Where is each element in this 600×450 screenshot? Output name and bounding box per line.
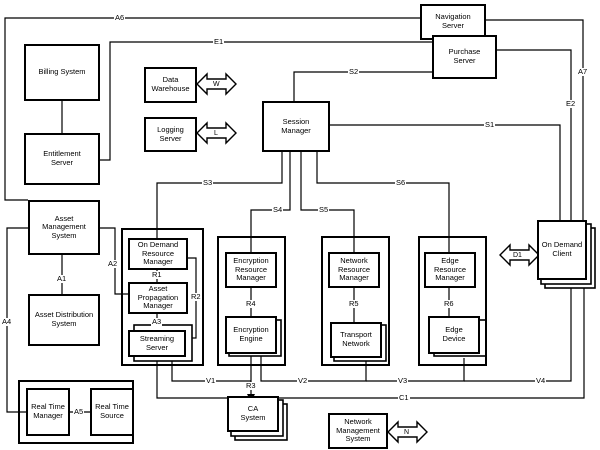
label-s2: S2 <box>348 67 360 76</box>
node-entitlement-server: Entitlement Server <box>24 133 100 185</box>
node-transport-network: Transport Network <box>330 322 382 358</box>
node-billing-system: Billing System <box>24 44 100 101</box>
label-w: W <box>213 81 220 88</box>
node-real-time-source: Real Time Source <box>90 388 134 436</box>
label-a5: A5 <box>73 407 85 416</box>
label-s5: S5 <box>318 205 330 214</box>
wire-a6 <box>4 17 420 201</box>
node-encryption-resource-manager: Encryption Resource Manager <box>225 252 277 288</box>
group-encryption <box>217 236 286 366</box>
wire-s6 <box>316 152 450 252</box>
node-edge-device: Edge Device <box>428 316 480 354</box>
label-r2: R2 <box>190 292 202 301</box>
label-a1: A1 <box>56 274 68 283</box>
wire-s3 <box>156 152 283 238</box>
wire-s1 <box>330 124 561 225</box>
wire-e1 <box>100 41 432 161</box>
wire-v2 <box>260 354 367 382</box>
wire-s2 <box>293 71 432 101</box>
label-r4: R4 <box>245 299 257 308</box>
label-c1: C1 <box>398 393 410 402</box>
label-s6: S6 <box>395 178 407 187</box>
label-d1: D1 <box>513 252 522 259</box>
wire-c1 <box>156 287 585 399</box>
node-streaming-server: Streaming Server <box>128 330 186 357</box>
label-l: L <box>214 130 218 137</box>
label-a4: A4 <box>1 317 13 326</box>
node-edge-resource-manager: Edge Resource Manager <box>424 252 476 288</box>
label-r6: R6 <box>443 299 455 308</box>
label-a3: A3 <box>151 317 163 326</box>
double-arrow-l <box>196 121 237 145</box>
double-arrow-n <box>387 420 428 444</box>
label-v4: V4 <box>535 376 547 385</box>
label-a7: A7 <box>577 67 589 76</box>
label-n: N <box>404 429 410 436</box>
label-e1: E1 <box>213 37 225 46</box>
group-edge <box>418 236 487 366</box>
double-arrow-w <box>196 72 237 96</box>
node-on-demand-client: On Demand Client <box>537 220 587 280</box>
node-on-demand-resource-manager: On Demand Resource Manager <box>128 238 188 270</box>
label-r3: R3 <box>245 381 257 390</box>
label-v2: V2 <box>297 376 309 385</box>
node-encryption-engine: Encryption Engine <box>225 316 277 354</box>
label-s3: S3 <box>202 178 214 187</box>
label-e2: E2 <box>565 99 577 108</box>
wire-a7 <box>486 19 584 225</box>
node-ca-system: CA System <box>227 396 279 432</box>
node-asset-distribution-system: Asset Distribution System <box>28 294 100 346</box>
wire-e2 <box>497 49 572 225</box>
wire-s4 <box>250 152 291 252</box>
label-r5: R5 <box>348 299 360 308</box>
label-a2: A2 <box>107 259 119 268</box>
group-network <box>321 236 390 366</box>
node-network-management-system: Network Management System <box>328 413 388 449</box>
wire-v4 <box>464 287 572 382</box>
node-real-time-manager: Real Time Manager <box>26 388 70 436</box>
node-network-resource-manager: Network Resource Manager <box>328 252 380 288</box>
node-data-warehouse: Data Warehouse <box>144 67 197 103</box>
label-v3: V3 <box>397 376 409 385</box>
node-asset-propagation-manager: Asset Propagation Manager <box>128 282 188 314</box>
label-r1: R1 <box>151 270 163 279</box>
node-asset-management-system: Asset Management System <box>28 200 100 255</box>
label-s1: S1 <box>484 120 496 129</box>
label-s4: S4 <box>272 205 284 214</box>
node-logging-server: Logging Server <box>144 117 197 152</box>
node-purchase-server: Purchase Server <box>432 35 497 79</box>
label-a6: A6 <box>114 13 126 22</box>
node-session-manager: Session Manager <box>262 101 330 152</box>
group-on-demand-resources <box>121 228 204 366</box>
label-v1: V1 <box>205 376 217 385</box>
